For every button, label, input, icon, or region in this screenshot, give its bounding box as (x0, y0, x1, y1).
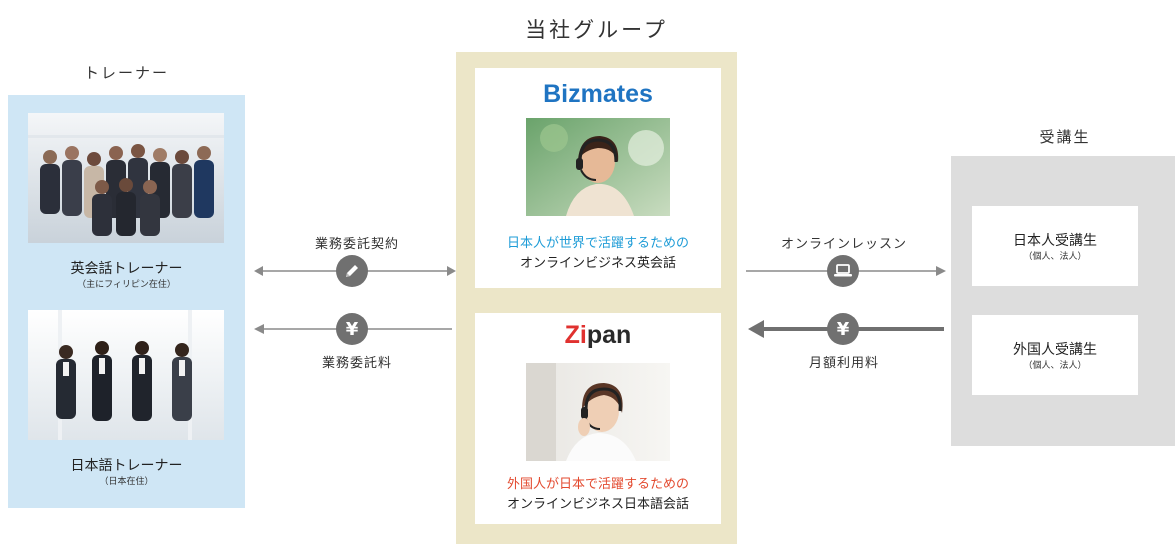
bizmates-card: Bizmates 日本人が世界で活躍するための オンラインビジネス英会話 (475, 68, 721, 288)
zipan-logo-suffix: pan (586, 321, 632, 349)
foreign-student-card: 外国人受講生 （個人、法人） (972, 315, 1138, 395)
foreign-student-label: 外国人受講生 (1013, 342, 1097, 358)
japanese-trainers-photo (28, 310, 224, 440)
group-title: 当社グループ (525, 18, 668, 42)
zipan-card: Zipan 外国人が日本で活躍するための オンラインビジネス日本語会話 (475, 313, 721, 524)
english-trainers-photo (28, 113, 224, 243)
usage-fee-label: 月額利用料 (808, 356, 879, 371)
bizmates-description: オンラインビジネス英会話 (519, 256, 676, 271)
bizmates-operator-photo (526, 118, 670, 216)
zipan-tagline: 外国人が日本で活躍するための (506, 477, 689, 492)
english-trainer-label: 英会話トレーナー (70, 261, 183, 277)
contract-label: 業務委託契約 (314, 237, 399, 252)
trainers-heading: トレーナー (83, 64, 169, 82)
bizmates-logo: Bizmates (475, 80, 721, 109)
foreign-student-sub: （個人、法人） (1023, 361, 1087, 371)
zipan-logo-prefix: Zi (564, 321, 587, 349)
zipan-operator-photo (526, 363, 670, 461)
japanese-trainer-sub: （日本在住） (99, 477, 154, 487)
students-heading: 受講生 (1039, 128, 1091, 146)
japanese-trainer-label: 日本語トレーナー (70, 458, 183, 474)
bizmates-logo-prefix: Biz (543, 80, 581, 108)
bizmates-tagline: 日本人が世界で活躍するための (506, 236, 689, 251)
japanese-student-label: 日本人受講生 (1013, 233, 1097, 249)
japanese-student-sub: （個人、法人） (1023, 252, 1087, 262)
zipan-description: オンラインビジネス日本語会話 (506, 497, 689, 512)
japanese-student-card: 日本人受講生 （個人、法人） (972, 206, 1138, 286)
lesson-label: オンラインレッスン (780, 237, 907, 252)
yen-icon: ¥ (336, 313, 368, 345)
laptop-icon (827, 255, 859, 287)
bizmates-logo-suffix: mates (580, 80, 653, 108)
yen-icon: ¥ (827, 313, 859, 345)
pencil-icon (336, 255, 368, 287)
zipan-logo: Zipan (475, 321, 721, 350)
students-panel (951, 156, 1175, 446)
english-trainer-sub: （主にフィリピン在住） (77, 280, 176, 290)
fee-label: 業務委託料 (321, 356, 392, 371)
